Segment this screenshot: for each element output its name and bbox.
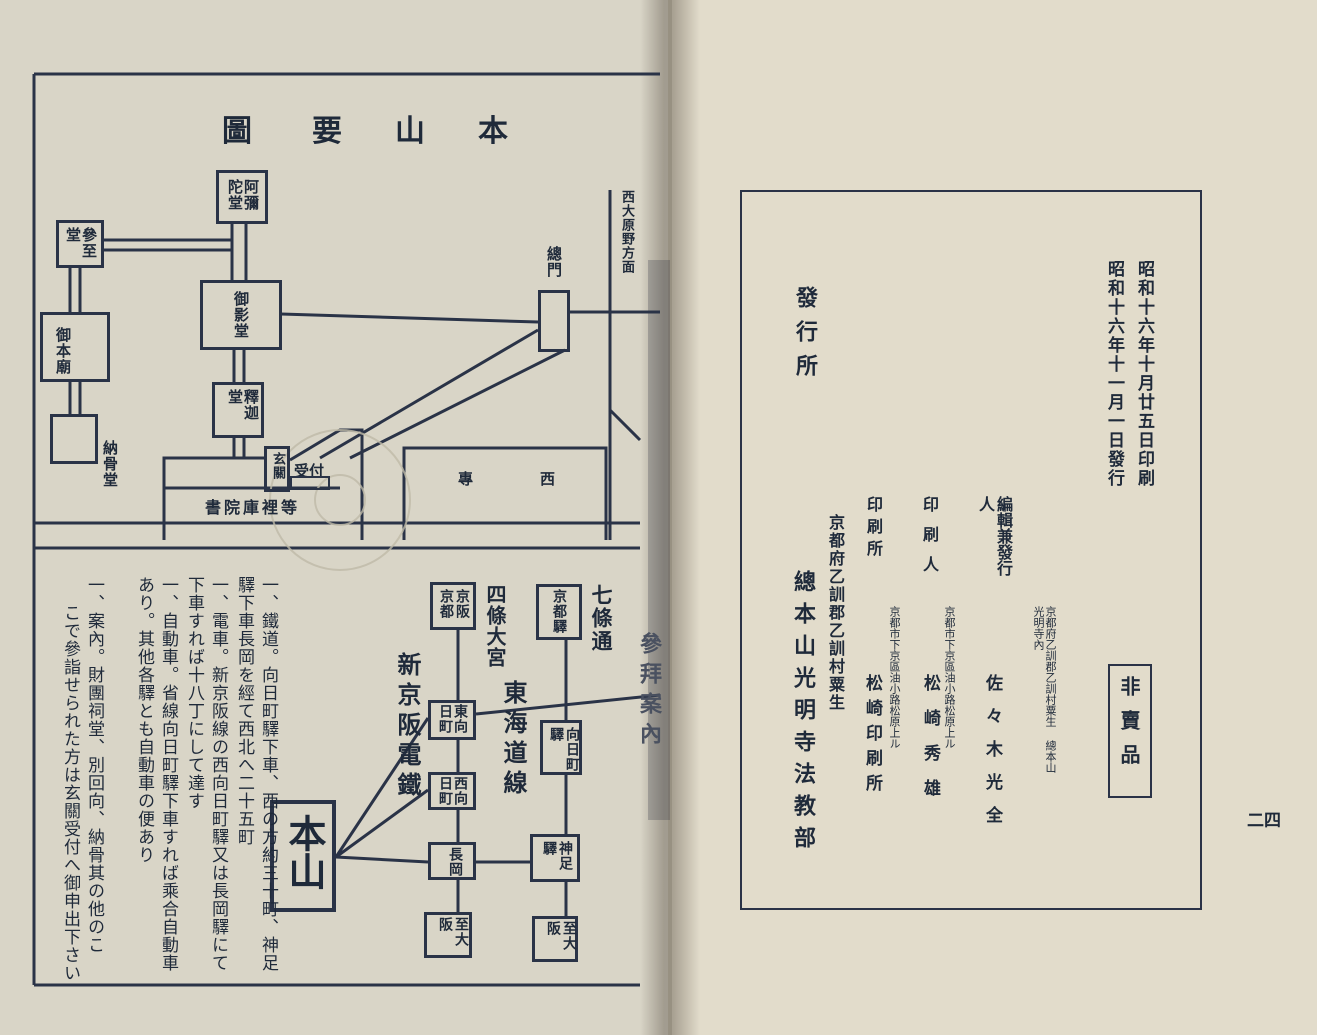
building-sanshi: 參至堂 <box>56 220 104 268</box>
kamitari-label: 神足驛 <box>541 841 573 871</box>
station-kyoto: 京都驛 <box>536 584 582 640</box>
guide-train: 一、電車。新京阪線の西向日町驛又は長岡驛にて下車すれば十八丁にして達す <box>184 576 228 972</box>
nishi-label: 西 <box>540 470 556 488</box>
honzan-label: 本山 <box>282 814 326 890</box>
press-label: 印刷所 <box>864 496 883 562</box>
to-osaka-right-label: 至大阪 <box>545 921 577 951</box>
printer-name: 松崎秀雄 <box>920 674 940 814</box>
colophon-frame <box>740 190 1202 910</box>
station-keihan-kyoto: 京阪京都 <box>430 582 476 630</box>
map-title-char-1: 本 <box>478 114 508 149</box>
map-title-char-4: 圖 <box>222 114 252 149</box>
shoin-label: 書院庫裡等 <box>205 498 301 517</box>
route-shijo-omiya: 四條大宮 <box>483 584 507 668</box>
publisher-address: 京都府乙訓郡乙訓村粟生 <box>826 514 845 712</box>
press-address: 京都市下京區油小路松原上ル <box>888 606 901 749</box>
station-higashimuko: 東向日町 <box>428 700 476 740</box>
sanshi-label: 參至堂 <box>64 227 98 259</box>
road-label: 西大原野方面 <box>619 190 634 274</box>
uketsuke-box <box>290 476 330 490</box>
route-tokaido: 東海道線 <box>499 680 528 800</box>
building-shakado: 釋迦堂 <box>212 382 264 438</box>
keihan-kyoto-label: 京阪京都 <box>438 589 470 619</box>
not-for-sale: 非賣品 <box>1117 676 1141 778</box>
map-title-char-2: 山 <box>395 114 425 149</box>
page-number: 二四 <box>1247 811 1281 831</box>
editor-address: 京都府乙訓郡乙訓村粟生 總本山光明寺內 <box>1032 606 1057 773</box>
station-nagaoka: 長岡 <box>428 842 476 880</box>
editor-label: 編輯兼發行人 <box>976 496 1013 576</box>
printer-label: 印刷人 <box>920 496 939 586</box>
not-for-sale-box: 非賣品 <box>1108 664 1152 798</box>
press-name: 松崎印刷所 <box>862 674 882 799</box>
guide-heading: 參拜案內 <box>636 632 662 752</box>
nagaoka-label: 長岡 <box>447 847 463 877</box>
editor-name: 佐々木光全 <box>982 674 1002 839</box>
gohonbyo-label: 御本廟 <box>54 327 72 375</box>
building-goeido: 御影堂 <box>200 280 282 350</box>
higashimuko-label: 東向日町 <box>437 704 468 734</box>
kyoto-label: 京都驛 <box>551 589 567 634</box>
issue-date: 昭和十六年十一月一日發行 <box>1104 260 1124 488</box>
shakado-label: 釋迦堂 <box>226 389 260 421</box>
somon-label: 總門 <box>545 246 563 278</box>
nishimuko-label: 西向日町 <box>437 776 468 806</box>
temple-map <box>32 72 661 987</box>
amida-label: 阿彌陀堂 <box>226 179 260 211</box>
genkan-label: 玄關 <box>270 452 285 480</box>
honzan-box: 本山 <box>270 800 336 912</box>
uketsuke-label: 受付 <box>294 462 325 480</box>
building-genkan: 玄關 <box>264 446 290 492</box>
station-kamitari: 神足驛 <box>530 834 580 882</box>
book-gutter <box>640 0 700 1035</box>
guide-car: 一、自動車。省線向日町驛下車すれば乘合自動車あり。其他各驛とも自動車の便あり <box>134 576 178 972</box>
station-mukomachi: 向日町驛 <box>540 720 582 775</box>
bleed-through-shadow <box>648 260 670 820</box>
map-title-char-3: 要 <box>312 114 342 149</box>
sen-label: 專 <box>458 470 474 488</box>
guide-info: 一、案內。財團祠堂、別回向、納骨其の他のこ <box>84 576 104 954</box>
to-osaka-right: 至大阪 <box>532 916 578 962</box>
building-somon <box>538 290 570 352</box>
building-amida: 阿彌陀堂 <box>216 170 268 224</box>
guide-railway: 一、鐵道。向日町驛下車、西の方約三十町、神足驛下車長岡を經て西北へ二十五町 <box>234 576 278 972</box>
right-page <box>672 0 1317 1035</box>
building-gohonbyo: 御本廟 <box>40 312 110 382</box>
station-nishimuko: 西向日町 <box>428 772 476 810</box>
print-date: 昭和十六年十月廿五日印刷 <box>1134 260 1154 488</box>
publisher-name: 總本山光明寺法教部 <box>790 570 816 858</box>
to-osaka-left-label: 至大阪 <box>437 917 469 947</box>
route-shinkeihan: 新京阪電鐵 <box>393 652 422 802</box>
route-shichijo: 七條通 <box>589 584 614 653</box>
nokotsu-label: 納骨堂 <box>101 440 119 488</box>
guide-info-cont: こで參詣せられた方は玄關受付へ御申出下さい <box>60 604 80 982</box>
to-osaka-left: 至大阪 <box>424 912 472 958</box>
building-nokotsu <box>50 414 98 464</box>
printer-address: 京都市下京區油小路松原上ル <box>943 606 956 749</box>
mukomachi-label: 向日町驛 <box>548 727 580 772</box>
publisher-label: 發行所 <box>792 286 818 388</box>
goeido-label: 御影堂 <box>232 291 250 339</box>
